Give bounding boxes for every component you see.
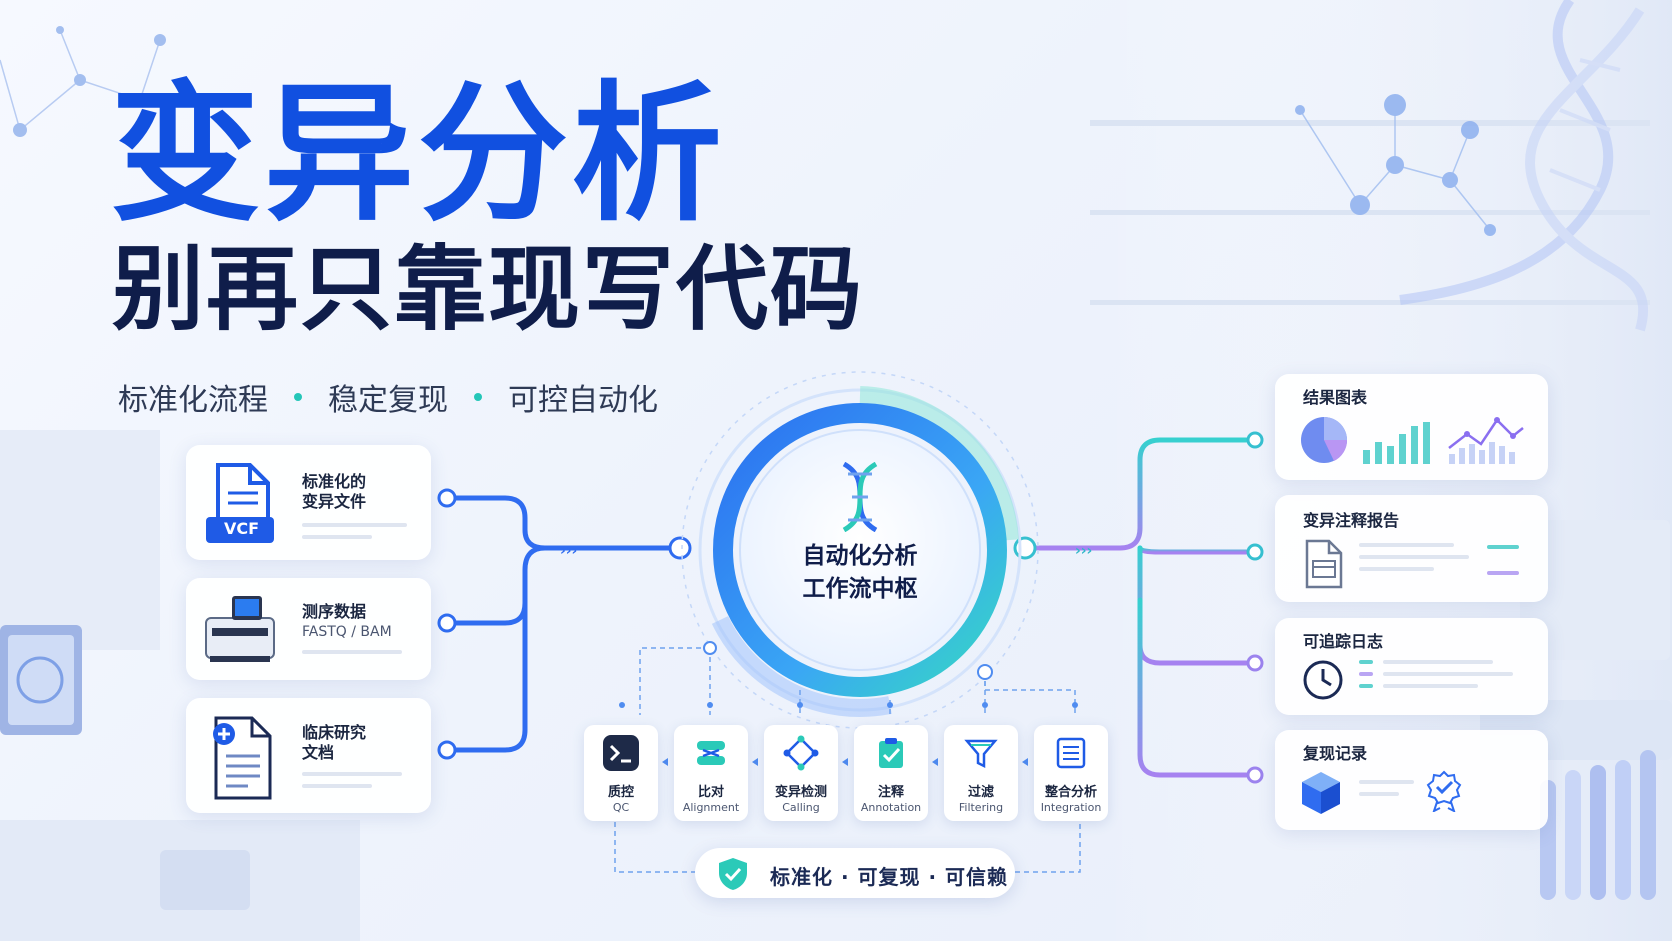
cube-icon bbox=[1302, 772, 1340, 814]
placeholder-line bbox=[1359, 684, 1373, 688]
network-icon bbox=[783, 735, 819, 771]
hub-label-line2: 工作流中枢 bbox=[802, 576, 918, 602]
hero-subtitle: 别再只靠现写代码 bbox=[112, 236, 865, 343]
tagline-item: 稳定复现 bbox=[328, 383, 448, 418]
placeholder-line bbox=[302, 784, 372, 788]
step-name: 注释 bbox=[877, 785, 904, 800]
table-icon bbox=[1056, 737, 1086, 769]
placeholder-line bbox=[1359, 660, 1373, 664]
hub-label: 自动化分析 工作流中枢 bbox=[760, 540, 960, 606]
test-tubes bbox=[1540, 750, 1656, 900]
hub-label-line1: 自动化分析 bbox=[802, 543, 918, 569]
step-alignment[interactable]: 比对 Alignment bbox=[674, 725, 748, 821]
output-card-reproduce: 复现记录 bbox=[1275, 730, 1548, 830]
step-subtitle: Annotation bbox=[860, 801, 922, 814]
input-card-clinical: 临床研究 文档 bbox=[186, 698, 431, 813]
shield-check-icon bbox=[719, 858, 747, 890]
vcf-file-icon bbox=[206, 463, 274, 543]
align-icon bbox=[697, 741, 725, 765]
charts-icon bbox=[1301, 417, 1524, 464]
output-card-label: 可追踪日志 bbox=[1303, 632, 1384, 651]
tagline: 标准化流程 稳定复现 可控自动化 bbox=[118, 375, 658, 419]
tagline-separator bbox=[474, 393, 482, 401]
dna-helix-decoration bbox=[1399, 0, 1649, 332]
output-card-report: 变异注释报告 bbox=[1275, 495, 1548, 602]
output-card-label: 变异注释报告 bbox=[1303, 511, 1400, 530]
placeholder-line bbox=[1383, 660, 1493, 664]
input-card-label: 标准化的 bbox=[302, 472, 367, 491]
input-card-sublabel: FASTQ / BAM bbox=[302, 624, 392, 640]
step-qc[interactable]: 质控 QC bbox=[584, 725, 658, 821]
svg-text:›››: ››› bbox=[560, 543, 577, 559]
placeholder-line bbox=[302, 650, 402, 654]
step-integration[interactable]: 整合分析 Integration bbox=[1034, 725, 1108, 821]
tagline-item: 标准化流程 bbox=[118, 383, 268, 418]
badge-text: 标准化 · 可复现 · 可信赖 bbox=[770, 865, 1009, 889]
step-name: 过滤 bbox=[967, 785, 994, 800]
sequencer-icon bbox=[205, 596, 275, 662]
step-annotation[interactable]: 注释 Annotation bbox=[854, 725, 928, 821]
quality-badge: 标准化 · 可复现 · 可信赖 bbox=[695, 848, 1015, 898]
clipboard-check-icon bbox=[879, 738, 903, 768]
step-subtitle: Alignment bbox=[682, 801, 740, 814]
placeholder-line bbox=[1383, 684, 1478, 688]
placeholder-line bbox=[1359, 555, 1469, 559]
hero-title: 变异分析 bbox=[110, 68, 727, 242]
document-plus-icon bbox=[213, 716, 272, 800]
output-card-log: 可追踪日志 bbox=[1275, 618, 1548, 715]
input-card-label: 测序数据 bbox=[302, 602, 367, 621]
tagline-separator bbox=[294, 393, 302, 401]
step-subtitle: Calling bbox=[782, 801, 820, 814]
placeholder-line bbox=[1359, 792, 1399, 796]
step-subtitle: QC bbox=[612, 801, 630, 814]
placeholder-line bbox=[302, 772, 402, 776]
placeholder-line bbox=[1487, 571, 1519, 575]
step-filtering[interactable]: 过滤 Filtering bbox=[944, 725, 1018, 821]
output-card-label: 结果图表 bbox=[1303, 388, 1368, 407]
output-card-charts: 结果图表 bbox=[1275, 374, 1548, 480]
input-card-sequencing: 测序数据 FASTQ / BAM bbox=[186, 578, 431, 680]
step-calling[interactable]: 变异检测 Calling bbox=[764, 725, 838, 821]
terminal-icon bbox=[603, 735, 639, 771]
placeholder-line bbox=[1383, 672, 1513, 676]
dna-icon bbox=[842, 462, 878, 532]
step-name: 比对 bbox=[697, 785, 724, 800]
svg-text:›››: ››› bbox=[1075, 543, 1092, 559]
vcf-badge-text: VCF bbox=[224, 519, 260, 538]
input-card-label: 变异文件 bbox=[302, 492, 367, 511]
step-subtitle: Integration bbox=[1040, 801, 1102, 814]
input-card-label: 临床研究 bbox=[302, 723, 367, 742]
award-badge-icon bbox=[1426, 770, 1462, 812]
placeholder-line bbox=[302, 523, 407, 527]
tagline-item: 可控自动化 bbox=[508, 383, 658, 418]
output-card-label: 复现记录 bbox=[1303, 744, 1368, 763]
step-name: 变异检测 bbox=[774, 785, 827, 800]
placeholder-line bbox=[1487, 545, 1519, 549]
step-name: 整合分析 bbox=[1044, 785, 1097, 800]
placeholder-line bbox=[1359, 543, 1454, 547]
clock-icon bbox=[1303, 660, 1343, 700]
placeholder-line bbox=[302, 535, 372, 539]
report-icon bbox=[1305, 539, 1343, 589]
step-subtitle: Filtering bbox=[958, 801, 1004, 814]
placeholder-line bbox=[1359, 567, 1434, 571]
placeholder-line bbox=[1359, 780, 1414, 784]
input-card-vcf: VCF 标准化的 变异文件 bbox=[186, 445, 431, 560]
input-card-label: 文档 bbox=[302, 743, 335, 762]
filter-icon bbox=[964, 739, 998, 769]
placeholder-line bbox=[1359, 672, 1373, 676]
step-name: 质控 bbox=[607, 785, 634, 800]
